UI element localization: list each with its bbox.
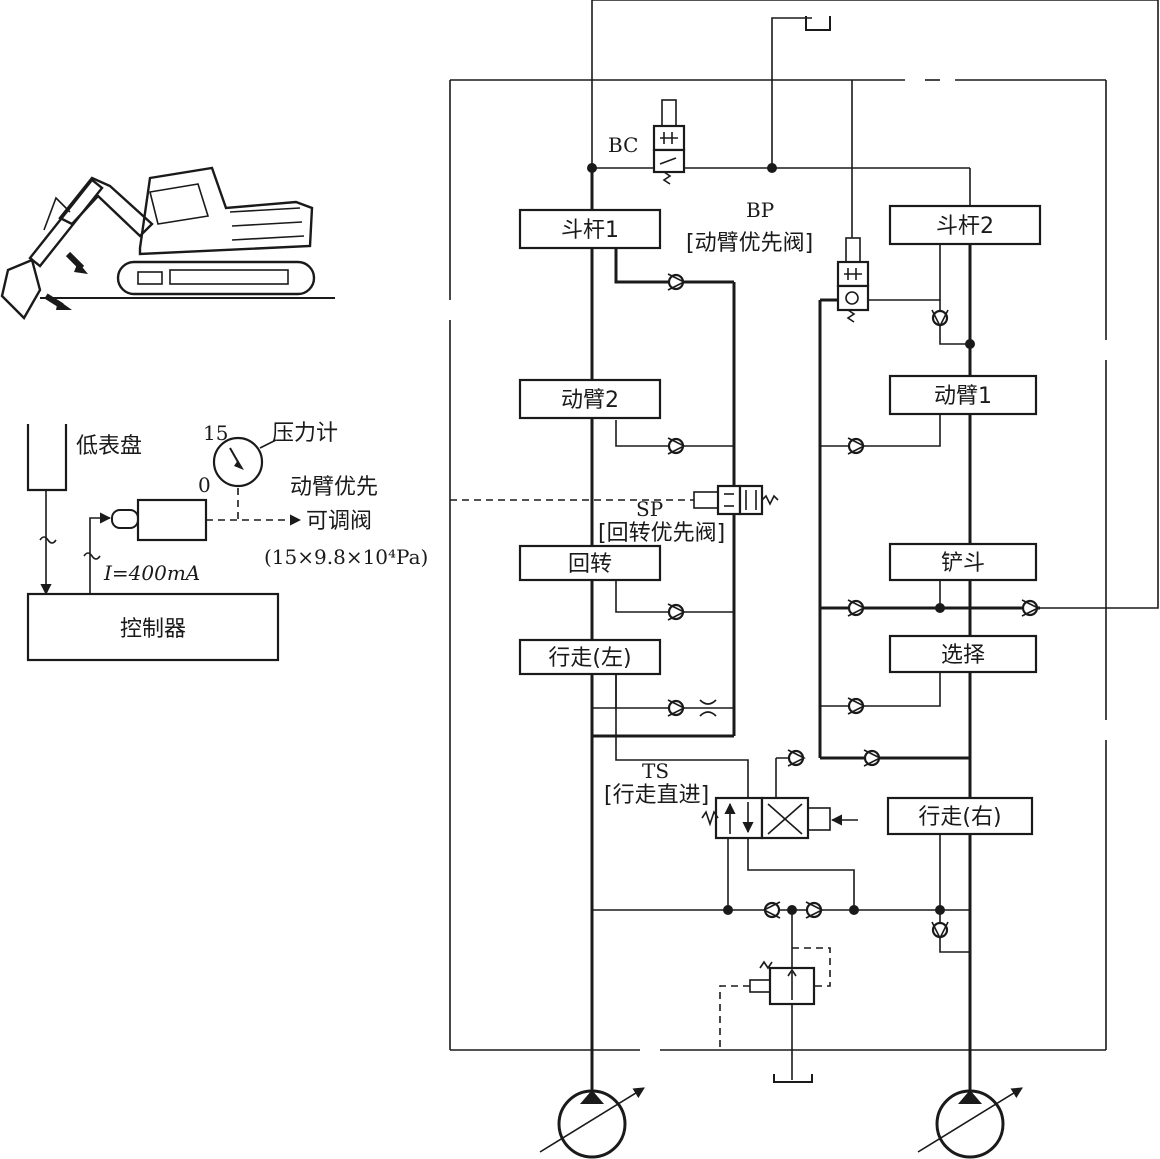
ts-label: TS — [642, 759, 669, 783]
controller-box — [26, 592, 280, 662]
gauge-zero-label: 0 — [198, 473, 211, 497]
spool-arm1-label: 斗杆1 — [561, 218, 619, 243]
bp-name: [动臂优先阀] — [686, 231, 813, 256]
check-valve-icon — [931, 921, 949, 940]
spool-boom1-label: 动臂1 — [934, 384, 992, 409]
dial-label: 低表盘 — [76, 434, 142, 459]
tank-bottom-icon — [773, 1074, 813, 1083]
spool-select — [888, 634, 1038, 674]
check-valve-icon — [762, 901, 781, 919]
gauge-label: 压力计 — [272, 421, 338, 446]
relief-valve-icon — [749, 960, 816, 1006]
check-valve-icon — [787, 749, 806, 767]
spool-travel-left — [518, 638, 662, 676]
current-label: I=400mA — [103, 561, 200, 585]
spool-bucket — [888, 542, 1038, 582]
spool-select-label: 选择 — [941, 643, 985, 668]
check-valve-icon — [847, 437, 866, 455]
valve-label-2: 可调阀 — [306, 509, 372, 534]
spool-arm1 — [518, 208, 662, 250]
check-valve-icon — [805, 901, 824, 919]
gauge-max-label: 15 — [203, 421, 228, 445]
bp-label: BP — [746, 198, 774, 222]
tank-icon — [805, 16, 831, 31]
excavator-illustration — [0, 166, 335, 320]
ts-valve-icon — [701, 796, 858, 840]
spool-boom1 — [888, 374, 1038, 416]
spool-travel-left-label: 行走(左) — [548, 646, 631, 671]
sp-label: SP — [636, 497, 663, 521]
spool-bucket-label: 铲斗 — [941, 551, 985, 576]
pilot-frame — [449, 79, 1107, 1051]
check-valve-icon — [1021, 599, 1040, 617]
check-valve-icon — [863, 749, 882, 767]
spool-boom2 — [518, 378, 662, 420]
spool-boom2-label: 动臂2 — [561, 388, 619, 413]
controller-output-line — [89, 512, 112, 594]
orifice-icon — [699, 699, 717, 717]
valve-label-1: 动臂优先 — [290, 475, 378, 500]
pump-right-icon — [917, 1087, 1023, 1159]
sp-name: [回转优先阀] — [598, 521, 725, 546]
valve-pressure-label: (15×9.8×10⁴Pa) — [264, 545, 428, 569]
spool-arm2 — [888, 204, 1042, 246]
proportional-solenoid-icon — [111, 498, 208, 542]
check-valve-icon — [847, 599, 866, 617]
check-valve-icon — [667, 273, 686, 291]
spool-arm2-label: 斗杆2 — [936, 214, 994, 239]
check-valve-icon — [931, 309, 949, 328]
spool-travel-right-label: 行走(右) — [918, 805, 1001, 830]
bc-valve-icon — [652, 99, 686, 185]
spool-swing-label: 回转 — [568, 552, 612, 577]
dial-icon — [26, 424, 68, 492]
check-valve-icon — [667, 699, 686, 717]
pressure-gauge-icon — [212, 436, 277, 488]
check-valve-icon — [667, 603, 686, 621]
ts-name: [行走直进] — [604, 783, 709, 808]
spool-travel-right — [886, 796, 1034, 836]
check-valve-icon — [667, 437, 686, 455]
bc-label: BC — [608, 133, 638, 157]
sp-valve-icon — [693, 484, 779, 516]
pump-left-icon — [539, 1087, 645, 1159]
check-valve-icon — [847, 697, 866, 715]
top-return-line — [591, 0, 1159, 609]
controller-label: 控制器 — [120, 617, 186, 642]
spool-swing — [518, 544, 662, 582]
bp-valve-icon — [836, 237, 870, 323]
